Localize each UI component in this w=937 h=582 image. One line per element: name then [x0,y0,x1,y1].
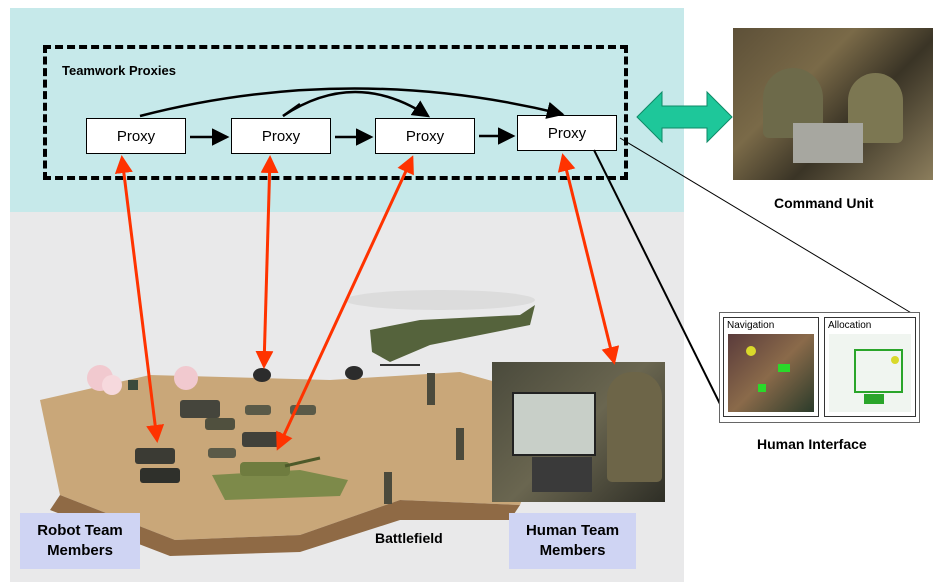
robot-vehicle [208,448,236,458]
navigation-panel: Navigation [723,317,819,417]
soldier [384,472,392,504]
terrain [40,372,560,540]
command-unit-caption: Command Unit [774,195,874,211]
uav-pod [253,368,271,382]
robot-vehicle [180,400,220,418]
tank-turret [240,462,290,476]
proxy-2[interactable]: Proxy [231,118,331,154]
robot-vehicle [135,448,175,464]
proxy-4[interactable]: Proxy [517,115,617,151]
soldier [456,428,464,460]
human-interface-screenshot: Navigation Allocation [719,312,920,423]
terrain-edge [50,495,520,556]
robot-vehicle [205,418,235,430]
proxy-1[interactable]: Proxy [86,118,186,154]
human-team-label: Human Team Members [509,513,636,569]
allocation-panel-title: Allocation [828,320,872,331]
helicopter-body [370,305,535,362]
robot-vehicle [242,432,282,447]
smoke-cloud [102,375,122,395]
soldier [427,373,435,405]
teamwork-proxies-title: Teamwork Proxies [62,63,176,78]
robot-vehicle [140,468,180,483]
allocation-map [829,334,911,412]
tank [212,470,348,500]
robot-vehicle [245,405,271,415]
navigation-map [728,334,814,412]
human-team-label-text: Human Team Members [525,522,620,559]
uav-pod [345,366,363,380]
proxy-3[interactable]: Proxy [375,118,475,154]
navigation-panel-title: Navigation [727,320,775,331]
robot-team-label-text: Robot Team Members [37,522,123,559]
human-team-photo [492,362,665,502]
robot-team-label: Robot Team Members [20,513,140,569]
allocation-panel: Allocation [824,317,916,417]
tank-barrel [284,456,321,468]
human-interface-caption: Human Interface [757,436,867,452]
command-unit-photo [733,28,933,180]
helicopter-rotor [345,290,535,310]
battlefield-caption: Battlefield [375,530,443,546]
soldier [128,380,138,390]
robot-vehicle [290,405,316,415]
smoke-cloud [174,366,198,390]
